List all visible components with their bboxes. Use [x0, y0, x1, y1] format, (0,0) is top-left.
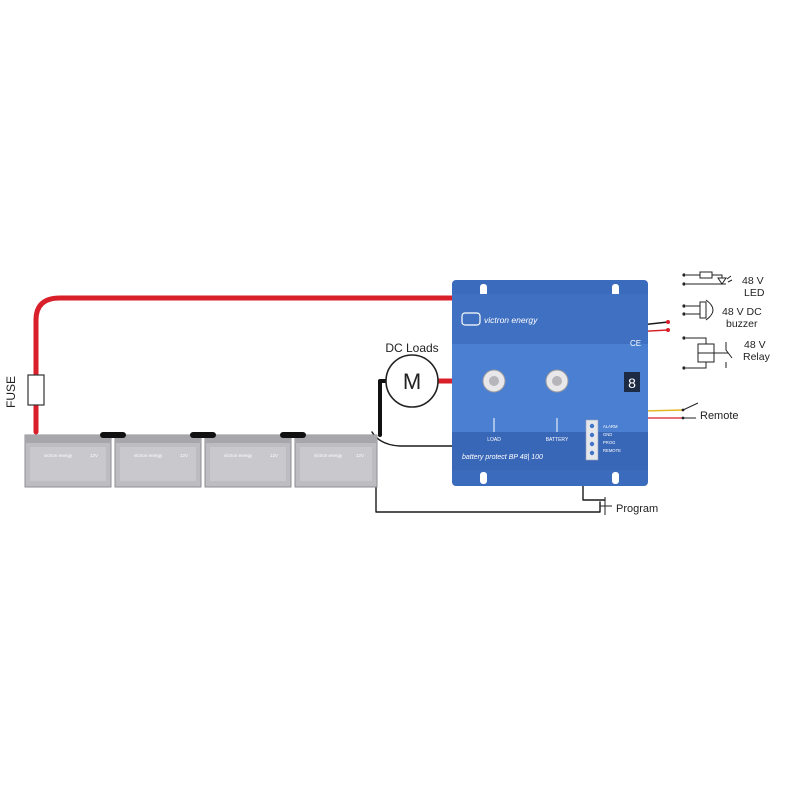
buzzer-cone — [705, 299, 714, 321]
buzzer-symbol — [682, 299, 714, 321]
connector-label-prog: PROG — [603, 440, 615, 445]
buzzer-body — [699, 301, 707, 319]
battery-terminal-label: BATTERY — [546, 437, 569, 443]
wire-terminal-dot — [666, 328, 670, 332]
display-window — [624, 372, 640, 392]
victron-logo: victron energy — [461, 312, 538, 326]
connector-label-gnd: GND — [603, 432, 612, 437]
alarm-outputs: 48 V LED 48 V DC buzzer 48 V Relay — [600, 271, 771, 515]
battery-brand: victron energy — [314, 453, 343, 458]
battery-3: victron energy 12V — [204, 434, 292, 488]
fuse-label: FUSE — [4, 376, 18, 408]
led-symbol — [682, 271, 733, 286]
led-label-1: 48 V — [742, 275, 764, 287]
terminal-bolt — [489, 376, 499, 386]
terminal-dot — [682, 336, 686, 340]
load-terminal: LOAD — [482, 369, 506, 443]
dc-loads-label: DC Loads — [385, 341, 438, 355]
battery-1: victron energy 12V — [24, 434, 112, 488]
battery-brand: victron energy — [134, 453, 163, 458]
battery-lid — [295, 435, 377, 443]
program-switch — [600, 497, 612, 515]
battery-protect-device: victron energy CE LOAD BATTERY 8 ALARM G… — [452, 280, 648, 486]
led-label-2: LED — [744, 287, 765, 299]
terminal-dot — [682, 366, 686, 370]
device-label-band — [452, 432, 648, 470]
program-switch-bar — [600, 497, 612, 515]
motor-symbol — [385, 354, 439, 408]
mount-slot — [480, 472, 487, 484]
terminal-dot — [682, 304, 686, 308]
battery-spec: 12V — [270, 453, 278, 458]
battery-link-1-2 — [100, 432, 126, 438]
mount-slot — [480, 284, 487, 296]
connector-pin — [589, 432, 595, 438]
battery-label-panel — [120, 447, 196, 481]
buzzer-label-1: 48 V DC — [722, 306, 762, 318]
relay-symbol — [682, 336, 733, 370]
ce-mark: CE — [630, 339, 641, 348]
battery-4: victron energy 12V — [294, 434, 378, 488]
fuse-body — [27, 374, 45, 406]
motor-label: M — [403, 369, 421, 394]
remote-switch-lever — [682, 402, 699, 419]
battery-terminal: BATTERY — [545, 369, 569, 443]
connector-label-remote: REMOTE — [603, 448, 621, 453]
battery-spec: 12V — [90, 453, 98, 458]
mount-flange-top — [452, 280, 648, 298]
terminal-dot — [681, 416, 685, 420]
battery-brand: victron energy — [224, 453, 253, 458]
load-terminal-label: LOAD — [487, 437, 501, 443]
led-resistor — [699, 271, 713, 279]
negative-wire-motor — [378, 379, 388, 437]
device-brand: victron energy — [484, 315, 538, 325]
battery-label-panel — [300, 447, 372, 481]
dc-load-motor: DC Loads M — [385, 341, 439, 408]
connector-label-alarm: ALARM — [603, 424, 618, 429]
battery-label-panel — [210, 447, 286, 481]
terminal-dot — [681, 408, 685, 412]
terminal-dot — [682, 312, 686, 316]
battery-brand: victron energy — [44, 453, 73, 458]
battery-label-panel — [30, 447, 106, 481]
terminal-bolt — [552, 376, 562, 386]
mount-slot — [612, 284, 619, 296]
mount-slot — [612, 472, 619, 484]
fuse: FUSE — [4, 374, 45, 408]
relay-label-2: Relay — [743, 351, 771, 363]
terminal-dot — [682, 273, 686, 277]
terminal-dot — [682, 282, 686, 286]
battery-lid — [115, 435, 201, 443]
remote-switch — [681, 402, 699, 420]
battery-link-2-3 — [190, 432, 216, 438]
buzzer-label-2: buzzer — [726, 318, 758, 330]
led-emission — [726, 275, 733, 283]
battery-spec: 12V — [356, 453, 364, 458]
program-label: Program — [616, 503, 658, 515]
battery-2: victron energy 12V — [114, 434, 202, 488]
device-model: battery protect BP 48| 100 — [462, 454, 543, 461]
victron-logo-icon — [461, 312, 481, 326]
battery-link-3-4 — [280, 432, 306, 438]
device-top-panel — [452, 294, 648, 344]
relay-contact — [714, 342, 733, 368]
relay-label-1: 48 V — [744, 339, 766, 351]
connector-pin — [589, 423, 595, 429]
mount-flange-bottom — [452, 466, 648, 486]
wire-terminal-dot — [666, 320, 670, 324]
remote-label: Remote — [700, 410, 739, 422]
connector-block — [585, 419, 599, 461]
battery-spec: 12V — [180, 453, 188, 458]
battery-lid — [205, 435, 291, 443]
connector-pin — [589, 450, 595, 456]
connector-pin — [589, 441, 595, 447]
battery-bank: victron energy 12V victron energy 12V vi… — [24, 432, 378, 488]
battery-lid — [25, 435, 111, 443]
relay-wire — [686, 337, 707, 369]
led-diode — [717, 277, 727, 285]
buzzer-wire — [686, 305, 700, 315]
display-digit: 8 — [628, 375, 636, 391]
